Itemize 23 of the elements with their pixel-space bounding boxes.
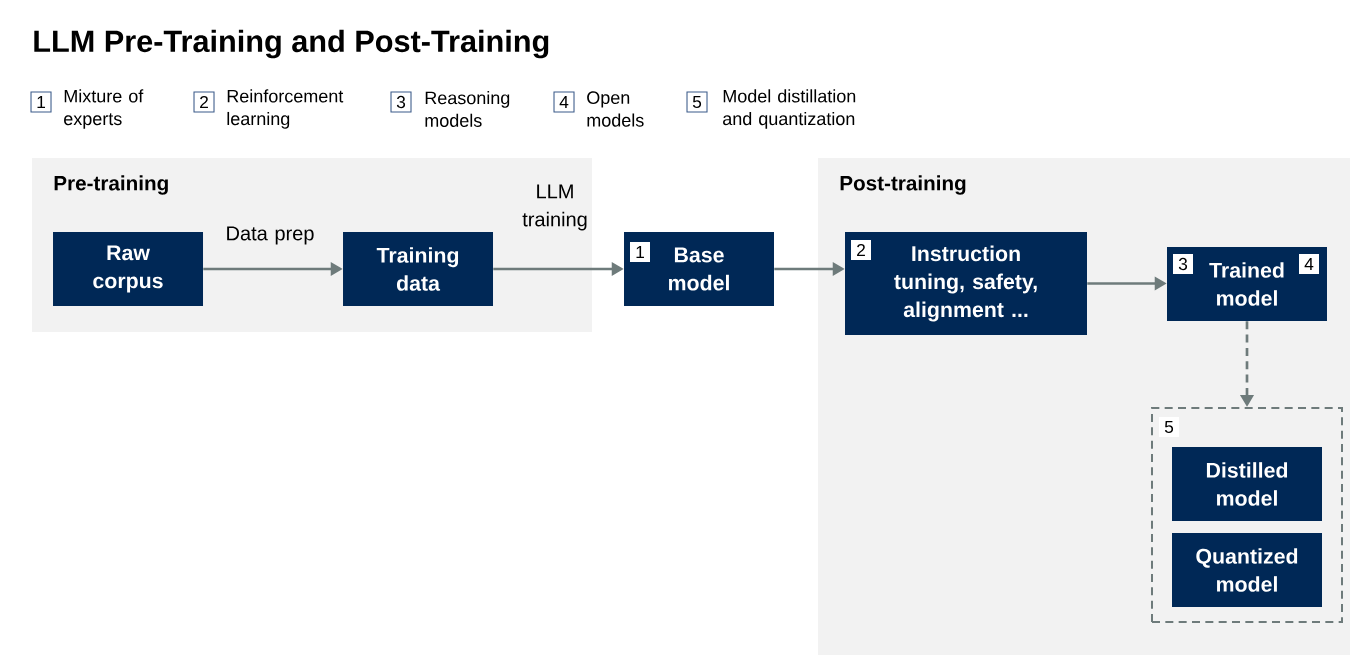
number-badge: 4 bbox=[1299, 254, 1319, 274]
key-text: Model distillation and quantization bbox=[723, 89, 856, 129]
number-badge: 4 bbox=[553, 91, 575, 113]
dashed-group-box bbox=[1151, 407, 1343, 623]
key-text: Reasoning models bbox=[425, 91, 510, 127]
number-badge: 1 bbox=[630, 242, 650, 262]
number-badge: 3 bbox=[1173, 254, 1193, 274]
process-box: Training data bbox=[343, 232, 493, 306]
edge-label: Data prep bbox=[227, 226, 314, 245]
number-badge: 2 bbox=[193, 91, 215, 113]
number-badge: 5 bbox=[686, 91, 708, 113]
number-badge: 2 bbox=[851, 240, 871, 260]
key-text: Mixture of experts bbox=[64, 89, 144, 129]
process-box: Quantized model bbox=[1172, 533, 1322, 607]
number-badge: 1 bbox=[30, 91, 52, 113]
key-text: Reinforcement learning bbox=[227, 89, 344, 129]
key-text: Open models bbox=[587, 91, 644, 127]
number-badge: 5 bbox=[1159, 417, 1179, 437]
title: LLM Pre-Training and Post-Training bbox=[34, 29, 549, 59]
edge-label: LLM training bbox=[522, 184, 587, 231]
process-box: Raw corpus bbox=[53, 232, 203, 306]
number-badge: 3 bbox=[390, 91, 412, 113]
process-box: Distilled model bbox=[1172, 447, 1322, 521]
